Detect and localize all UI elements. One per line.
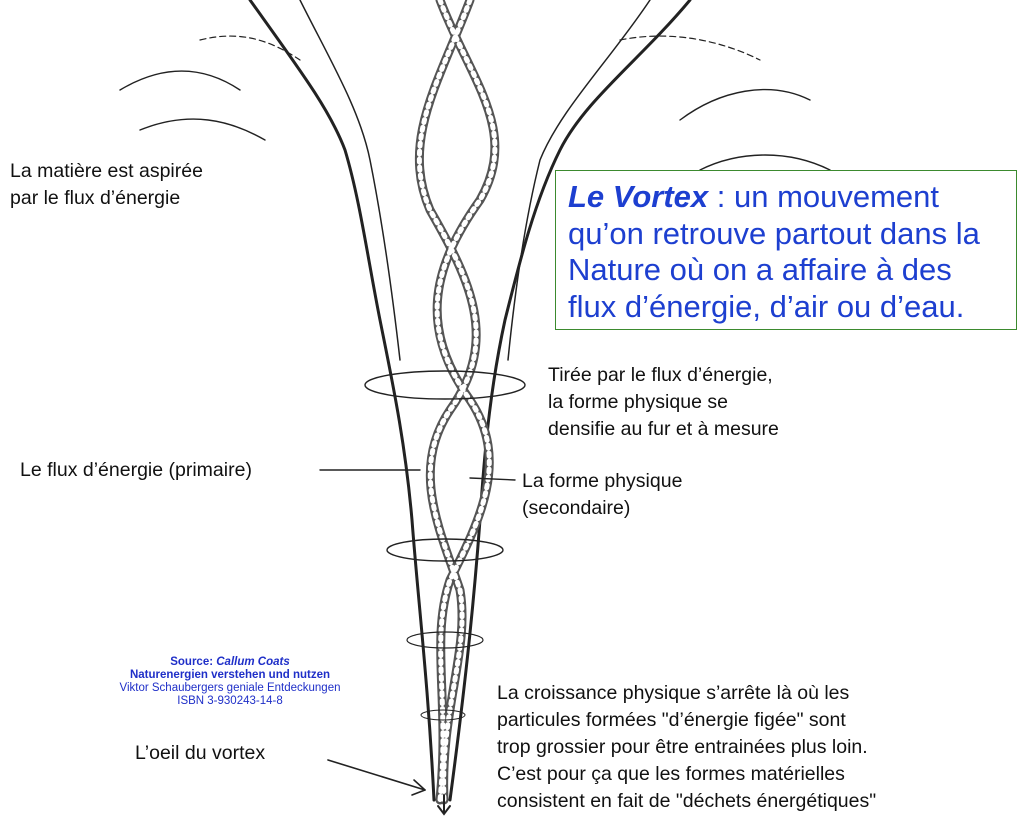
label-growth-line4: C’est pour ça que les formes matérielles xyxy=(497,761,876,788)
callout-line1-rest: un mouvement xyxy=(734,179,939,214)
source-prefix: Source: xyxy=(170,656,216,668)
label-energy-flow-primary: Le flux d’énergie (primaire) xyxy=(20,457,252,484)
callout-line2: qu’on retrouve partout dans la xyxy=(568,216,1006,253)
callout-line4: flux d’énergie, d’air ou d’eau. xyxy=(568,289,1006,326)
label-growth-line5: consistent en fait de "déchets énergétiq… xyxy=(497,788,876,815)
label-matter-sucked: La matière est aspirée par le flux d’éne… xyxy=(10,158,203,212)
label-pulled-by-flow: Tirée par le flux d’énergie, la forme ph… xyxy=(548,362,779,443)
label-physical-form-line2: (secondaire) xyxy=(522,495,682,522)
label-growth-line2: particules formées "d’énergie figée" son… xyxy=(497,707,876,734)
pointer-secondary xyxy=(470,478,515,480)
callout-separator: : xyxy=(708,179,734,214)
source-author: Callum Coats xyxy=(216,656,290,668)
label-growth-line1: La croissance physique s’arrête là où le… xyxy=(497,680,876,707)
label-pulled-line3: densifie au fur et à mesure xyxy=(548,416,779,443)
label-vortex-eye: L’oeil du vortex xyxy=(135,740,265,767)
label-physical-form-line1: La forme physique xyxy=(522,468,682,495)
pointer-eye xyxy=(328,760,425,790)
callout-line1: Le Vortex : un mouvement xyxy=(568,179,1006,216)
label-pulled-line1: Tirée par le flux d’énergie, xyxy=(548,362,779,389)
vortex-callout-box: Le Vortex : un mouvement qu’on retrouve … xyxy=(555,170,1017,330)
label-growth-line3: trop grossier pour être entrainées plus … xyxy=(497,734,876,761)
source-citation: Source: Callum Coats Naturenergien verst… xyxy=(100,656,360,708)
label-pulled-line2: la forme physique se xyxy=(548,389,779,416)
label-matter-sucked-line1: La matière est aspirée xyxy=(10,158,203,185)
source-line1: Source: Callum Coats xyxy=(100,656,360,669)
source-isbn: ISBN 3-930243-14-8 xyxy=(100,695,360,708)
callout-line3: Nature où on a affaire à des xyxy=(568,252,1006,289)
label-physical-form-secondary: La forme physique (secondaire) xyxy=(522,468,682,522)
callout-title: Le Vortex xyxy=(568,179,708,214)
label-matter-sucked-line2: par le flux d’énergie xyxy=(10,185,203,212)
source-subtitle: Viktor Schaubergers geniale Entdeckungen xyxy=(100,682,360,695)
label-growth-stops: La croissance physique s’arrête là où le… xyxy=(497,680,876,815)
source-book: Naturenergien verstehen und nutzen xyxy=(100,669,360,682)
